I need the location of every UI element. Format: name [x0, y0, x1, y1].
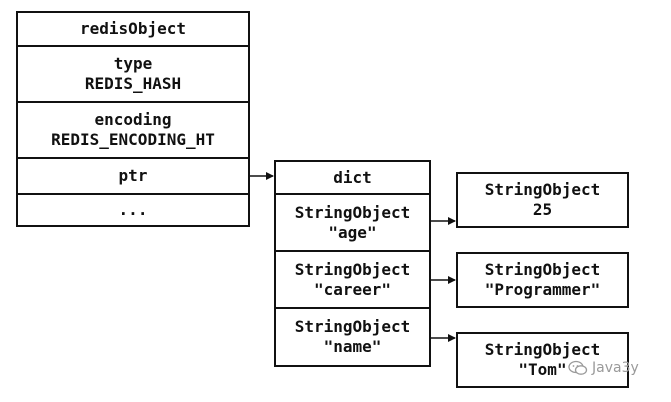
wechat-icon: [568, 360, 588, 376]
value-type: StringObject: [484, 260, 601, 279]
encoding-value: REDIS_ENCODING_HT: [51, 130, 215, 149]
type-field: type REDIS_HASH: [18, 47, 248, 103]
key-type: StringObject: [294, 259, 411, 279]
dict-header: dict: [276, 162, 429, 195]
key-value: "career": [313, 279, 392, 299]
redis-object-struct: redisObject type REDIS_HASH encoding RED…: [16, 11, 250, 227]
value-type: StringObject: [484, 340, 601, 359]
encoding-label: encoding: [94, 110, 172, 129]
dict-struct: dict StringObject "age" StringObject "ca…: [274, 160, 431, 367]
value-object-age: StringObject 25: [456, 172, 629, 228]
key-type: StringObject: [294, 202, 411, 222]
value-object-career: StringObject "Programmer": [456, 252, 629, 308]
more-fields: ...: [118, 200, 148, 219]
ptr-field: ptr: [18, 159, 248, 195]
redis-object-header: redisObject: [18, 13, 248, 47]
value-content: "Programmer": [484, 280, 601, 299]
value-content: "Tom": [518, 360, 567, 379]
dict-key-age: StringObject "age": [276, 195, 429, 252]
key-value: "age": [328, 222, 377, 242]
value-object-name: StringObject "Tom": [456, 332, 629, 388]
type-label: type: [113, 54, 153, 73]
watermark: Java3y: [568, 360, 639, 376]
dict-key-career: StringObject "career": [276, 252, 429, 309]
watermark-text: Java3y: [592, 360, 639, 376]
encoding-field: encoding REDIS_ENCODING_HT: [18, 103, 248, 159]
value-content: 25: [532, 200, 553, 219]
key-value: "name": [323, 337, 382, 356]
type-value: REDIS_HASH: [84, 74, 182, 93]
value-type: StringObject: [484, 180, 601, 199]
dict-key-name: StringObject "name": [276, 309, 429, 365]
key-type: StringObject: [294, 317, 411, 336]
